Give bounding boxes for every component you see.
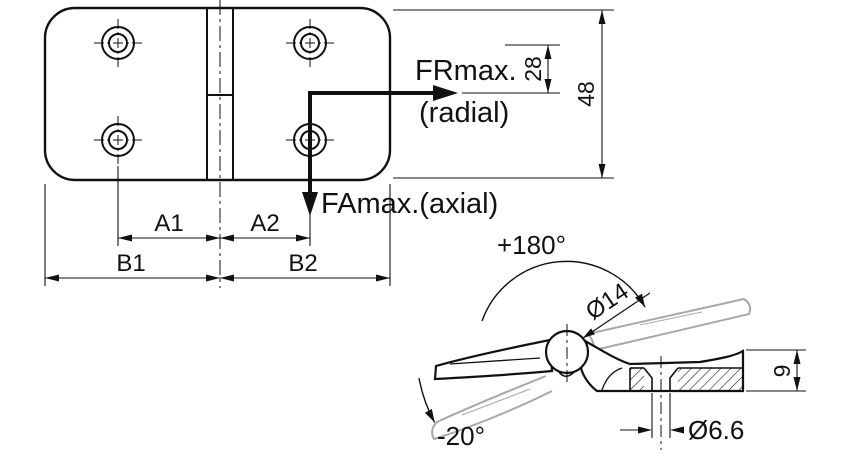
dimension-arrow [45, 274, 59, 282]
dimension-arrow [670, 426, 684, 434]
dim-a2-label: A2 [250, 210, 279, 237]
countersink-profile [643, 367, 653, 391]
dimension-arrow [118, 234, 132, 242]
fr-force-arrowhead [433, 85, 458, 101]
dimension-arrow [544, 45, 552, 59]
side-view: +180° -20° Ø14 Ø6.6 9 [418, 230, 806, 451]
dimension-arrow [544, 79, 552, 93]
dimension-arrow [220, 234, 234, 242]
hatch-area [630, 368, 644, 391]
height-label: 9 [769, 365, 795, 378]
top-view: FRmax. (radial) FAmax.(axial) [43, 0, 614, 288]
dim-28-label: 28 [520, 56, 546, 82]
leaf-detail-curve [601, 367, 623, 391]
closed-angle-label: -20° [437, 421, 485, 451]
mounting-hole-bottom-left [94, 116, 142, 164]
dim-a1-label: A1 [154, 210, 183, 237]
left-leaf [433, 338, 554, 381]
dimension-arrow [793, 377, 801, 391]
dimension-arrow [598, 164, 606, 178]
knuckle-band [206, 8, 234, 180]
hole-dia-label: Ø6.6 [688, 415, 744, 445]
dim-b2-label: B2 [288, 250, 317, 277]
ghost-leaf-open-180 [591, 297, 752, 350]
ghost-detail-line [461, 388, 531, 416]
mounting-hole-top-left [94, 19, 142, 67]
dim-b1-label: B1 [116, 250, 145, 277]
ghost-detail-line [639, 311, 703, 326]
dimension-arrow [206, 234, 220, 242]
ghost-leaf-down-20 [431, 375, 553, 441]
fa-max-label: FAmax.(axial) [321, 188, 498, 220]
open-angle-label: +180° [497, 230, 566, 260]
leaf-detail-line [449, 357, 541, 365]
fr-radial-label: (radial) [419, 97, 509, 129]
pin-dia-label: Ø14 [581, 278, 634, 326]
dimension-arrow [598, 10, 606, 24]
hatch-area [678, 368, 743, 391]
dimension-arrow [793, 350, 801, 364]
plan-dimension-arrowheads [45, 10, 606, 282]
mounting-hole-top-right [286, 19, 334, 67]
fr-max-label: FRmax. [415, 55, 517, 87]
dimension-arrow [376, 274, 390, 282]
dimension-arrow [638, 426, 652, 434]
leader-arrowhead [583, 328, 595, 338]
dimension-arrow [220, 274, 234, 282]
plan-dimension-lines [44, 9, 614, 286]
dim-48-label: 48 [573, 81, 599, 107]
side-profile [433, 324, 745, 450]
arc-plus-180 [481, 260, 646, 322]
dimension-arrow [206, 274, 220, 282]
section-outline [629, 367, 743, 391]
hole-dia-dimension [620, 393, 684, 438]
arc-arrowhead [424, 409, 435, 423]
countersink-profile [669, 367, 679, 391]
pin-dia-leader-line [582, 292, 651, 339]
dimension-arrow [296, 234, 310, 242]
